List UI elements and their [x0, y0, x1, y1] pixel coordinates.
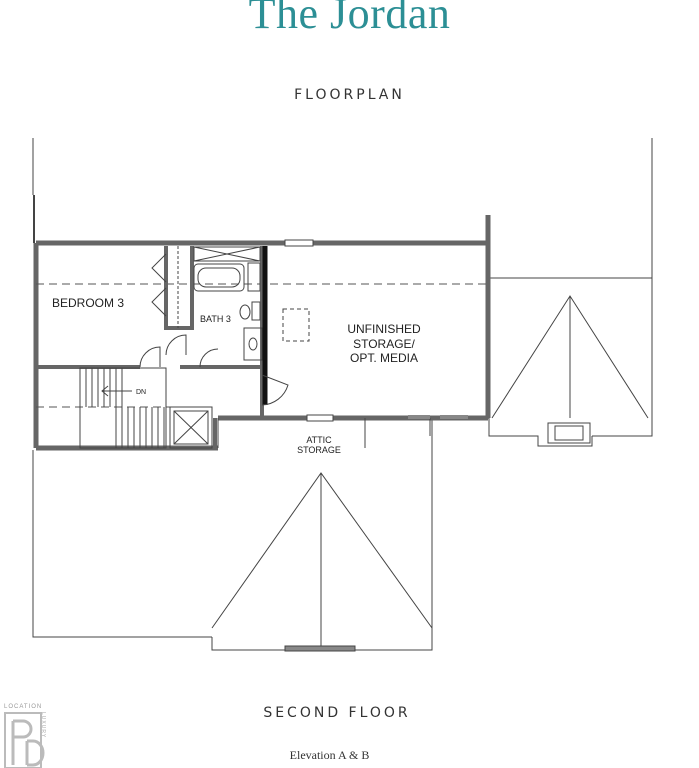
stair-dn-label: DN: [136, 389, 146, 396]
attic-label-1: ATTIC: [306, 435, 332, 445]
attic-hatch: [282, 308, 310, 342]
door-swings: [139, 334, 289, 406]
stair: [79, 367, 167, 449]
storage-label-3: OPT. MEDIA: [350, 351, 418, 365]
bedroom-label: BEDROOM 3: [52, 296, 124, 310]
elevation-label: Elevation A & B: [289, 748, 370, 762]
floor-label: SECOND FLOOR: [263, 705, 411, 721]
window-bottom-right: [440, 415, 468, 419]
page-subtitle: FLOORPLAN: [294, 87, 405, 103]
storage-label-2: STORAGE/: [353, 337, 415, 351]
attic-label-2: STORAGE: [297, 445, 341, 455]
roof-outline: [32, 138, 653, 651]
page-title: The Jordan: [248, 0, 451, 38]
duct-box: [169, 406, 213, 449]
window-top: [284, 239, 314, 247]
bath-label: BATH 3: [200, 314, 231, 324]
window-attic: [306, 414, 334, 422]
logo-side-text: LUXURY: [40, 712, 46, 739]
logo-caption: LOCATION: [4, 704, 43, 710]
side-gable: [491, 295, 649, 444]
bath-fixtures: [193, 246, 263, 361]
storage-label-1: UNFINISHED: [347, 322, 421, 336]
closet-doors: [151, 246, 179, 328]
front-gable: [211, 472, 433, 652]
window-bottom-mid: [408, 415, 430, 419]
brand-logo: [4, 712, 45, 768]
attic-walls: [217, 418, 431, 448]
